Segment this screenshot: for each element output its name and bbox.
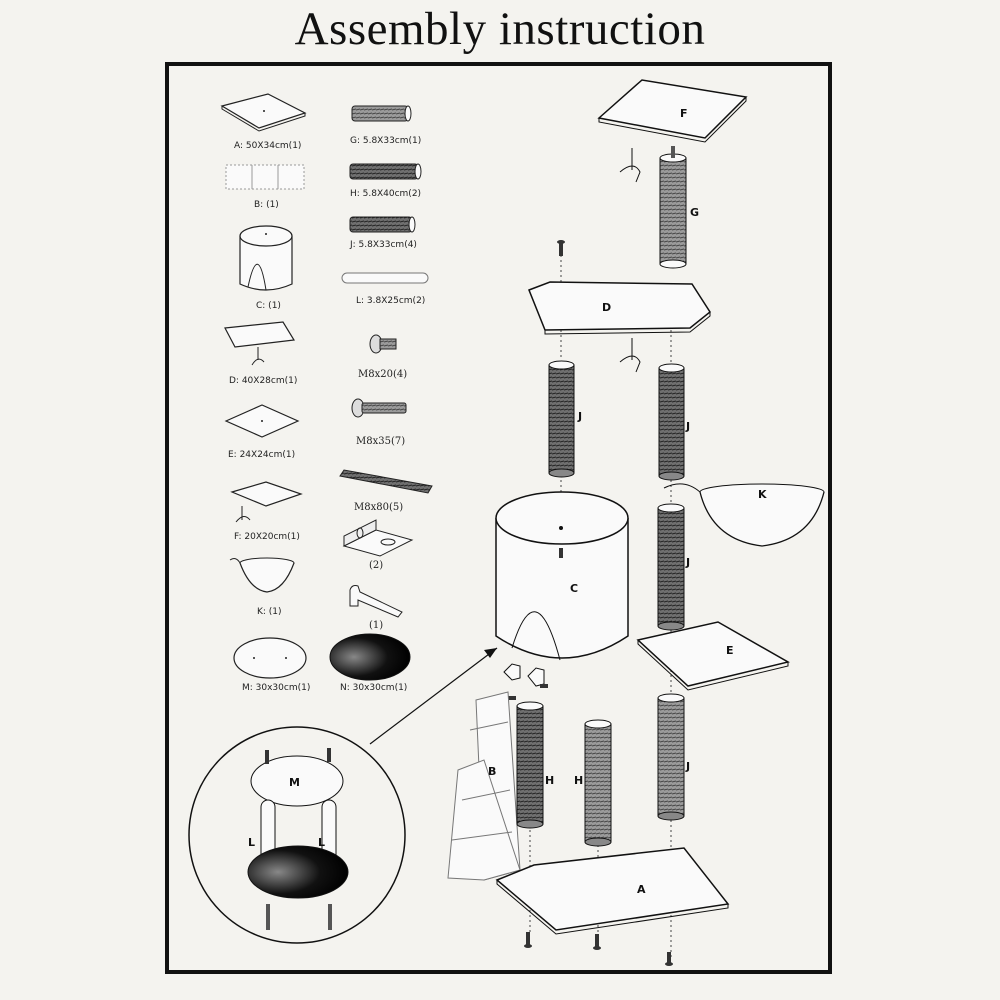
assembly-label-g: G xyxy=(690,206,699,219)
assembly-h-post-1 xyxy=(516,701,544,829)
part-g-post xyxy=(351,105,412,122)
assembly-label-h2: H xyxy=(574,774,583,787)
assembly-f-board xyxy=(597,79,748,183)
bolt-m8x80-icon xyxy=(339,469,433,494)
allen-wrench-label: (1) xyxy=(369,620,383,631)
assembly-h-post-2 xyxy=(584,719,612,847)
part-j-label: J: 5.8X33cm(4) xyxy=(349,240,417,250)
assembly-label-e: E xyxy=(726,644,734,657)
allen-wrench-icon xyxy=(349,585,403,618)
part-g-label: G: 5.8X33cm(1) xyxy=(350,136,421,146)
part-n-label: N: 30x30cm(1) xyxy=(340,683,407,693)
part-f-board xyxy=(230,481,303,523)
detail-callout xyxy=(188,647,498,944)
part-a-label: A: 50X34cm(1) xyxy=(234,141,301,151)
detail-m-disc xyxy=(250,748,344,807)
part-l-rod xyxy=(341,272,429,284)
page-title: Assembly instruction xyxy=(294,3,706,55)
screw-m8x35-label: M8x35(7) xyxy=(356,436,405,447)
screw-icon xyxy=(557,240,565,256)
assembly-label-j1: J xyxy=(577,410,582,423)
assembly-j-post-bottom xyxy=(657,693,685,821)
assembly-a-board xyxy=(495,847,730,935)
assembly-k-hammock xyxy=(663,483,825,547)
assembly-d-board xyxy=(528,281,711,373)
assembly-label-f: F xyxy=(680,107,688,120)
part-e-board xyxy=(224,404,300,438)
assembly-j-post-right xyxy=(658,363,685,481)
assembly-j-post-left xyxy=(548,360,575,478)
part-k-label: K: (1) xyxy=(257,607,282,617)
assembly-label-a: A xyxy=(637,883,646,896)
screw-m8x20-label: M8x20(4) xyxy=(358,369,407,380)
assembly-c-condo xyxy=(495,491,629,661)
assembly-b-ramp xyxy=(447,691,521,881)
part-k-hammock xyxy=(229,557,295,593)
base-screws xyxy=(524,932,673,966)
detail-n-disc xyxy=(247,845,349,930)
assembly-label-j4: J xyxy=(685,760,690,773)
bracket-label: (2) xyxy=(369,560,383,571)
assembly-label-j3: J xyxy=(685,556,690,569)
part-h-post xyxy=(349,163,422,180)
assembly-label-k: K xyxy=(758,488,767,501)
detail-label-l2: L xyxy=(318,836,325,849)
part-d-board xyxy=(224,321,295,366)
part-c-condo xyxy=(239,225,293,291)
bracket-icon xyxy=(342,519,414,557)
assembly-label-j2: J xyxy=(685,420,690,433)
part-d-label: D: 40X28cm(1) xyxy=(229,376,297,386)
diagram-frame xyxy=(165,62,832,974)
screw-m8x20-icon xyxy=(369,334,397,354)
part-n-disc xyxy=(329,633,411,681)
part-e-label: E: 24X24cm(1) xyxy=(228,450,295,460)
assembly-e-board xyxy=(636,621,791,691)
part-j-post xyxy=(349,216,416,233)
assembly-brackets xyxy=(503,663,548,700)
part-m-label: M: 30x30cm(1) xyxy=(242,683,310,693)
part-b-ramp xyxy=(225,164,305,190)
part-h-label: H: 5.8X40cm(2) xyxy=(350,189,421,199)
assembly-label-d: D xyxy=(602,301,611,314)
detail-label-m: M xyxy=(289,776,300,789)
part-m-disc xyxy=(233,637,307,679)
part-f-label: F: 20X20cm(1) xyxy=(234,532,300,542)
assembly-label-c: C xyxy=(570,582,578,595)
bolt-m8x80-label: M8x80(5) xyxy=(354,502,403,513)
assembly-label-h1: H xyxy=(545,774,554,787)
assembly-label-b: B xyxy=(488,765,496,778)
assembly-j-post-mid xyxy=(657,503,685,631)
part-a-board xyxy=(220,93,307,132)
part-b-label: B: (1) xyxy=(254,200,279,210)
part-l-label: L: 3.8X25cm(2) xyxy=(356,296,425,306)
detail-label-l1: L xyxy=(248,836,255,849)
part-c-label: C: (1) xyxy=(256,301,281,311)
assembly-g-post xyxy=(659,146,687,269)
screw-m8x35-icon xyxy=(351,398,407,418)
